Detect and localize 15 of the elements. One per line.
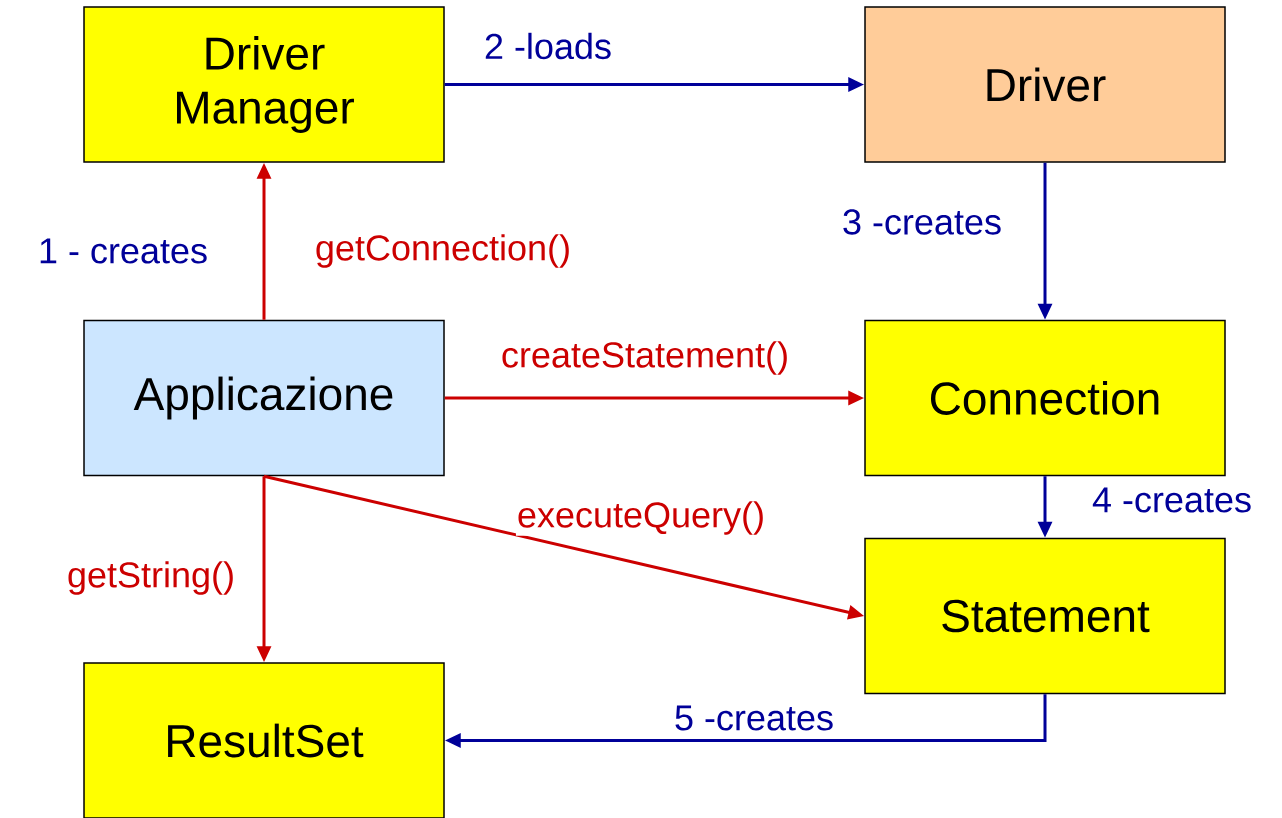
class-box: Connection (864, 319, 1226, 477)
edge-label: 5 -creates (672, 704, 836, 732)
class-box: Statement (864, 537, 1226, 695)
edge-label: executeQuery() (515, 500, 767, 536)
edge-label: getString() (66, 560, 237, 596)
edge-label: 3 -creates (841, 208, 1004, 236)
class-box: Applicazione (83, 319, 445, 477)
edge-label: 2 -loads (482, 31, 614, 61)
class-box: Driver Manager (83, 6, 445, 163)
class-box: ResultSet (83, 662, 445, 818)
edge-label: 4 -creates (1091, 486, 1254, 514)
class-box: Driver (864, 6, 1226, 163)
edge-label: getConnection() (313, 233, 573, 269)
step-label: 1 - creates (40, 238, 207, 264)
edge-label: createStatement() (499, 340, 791, 376)
